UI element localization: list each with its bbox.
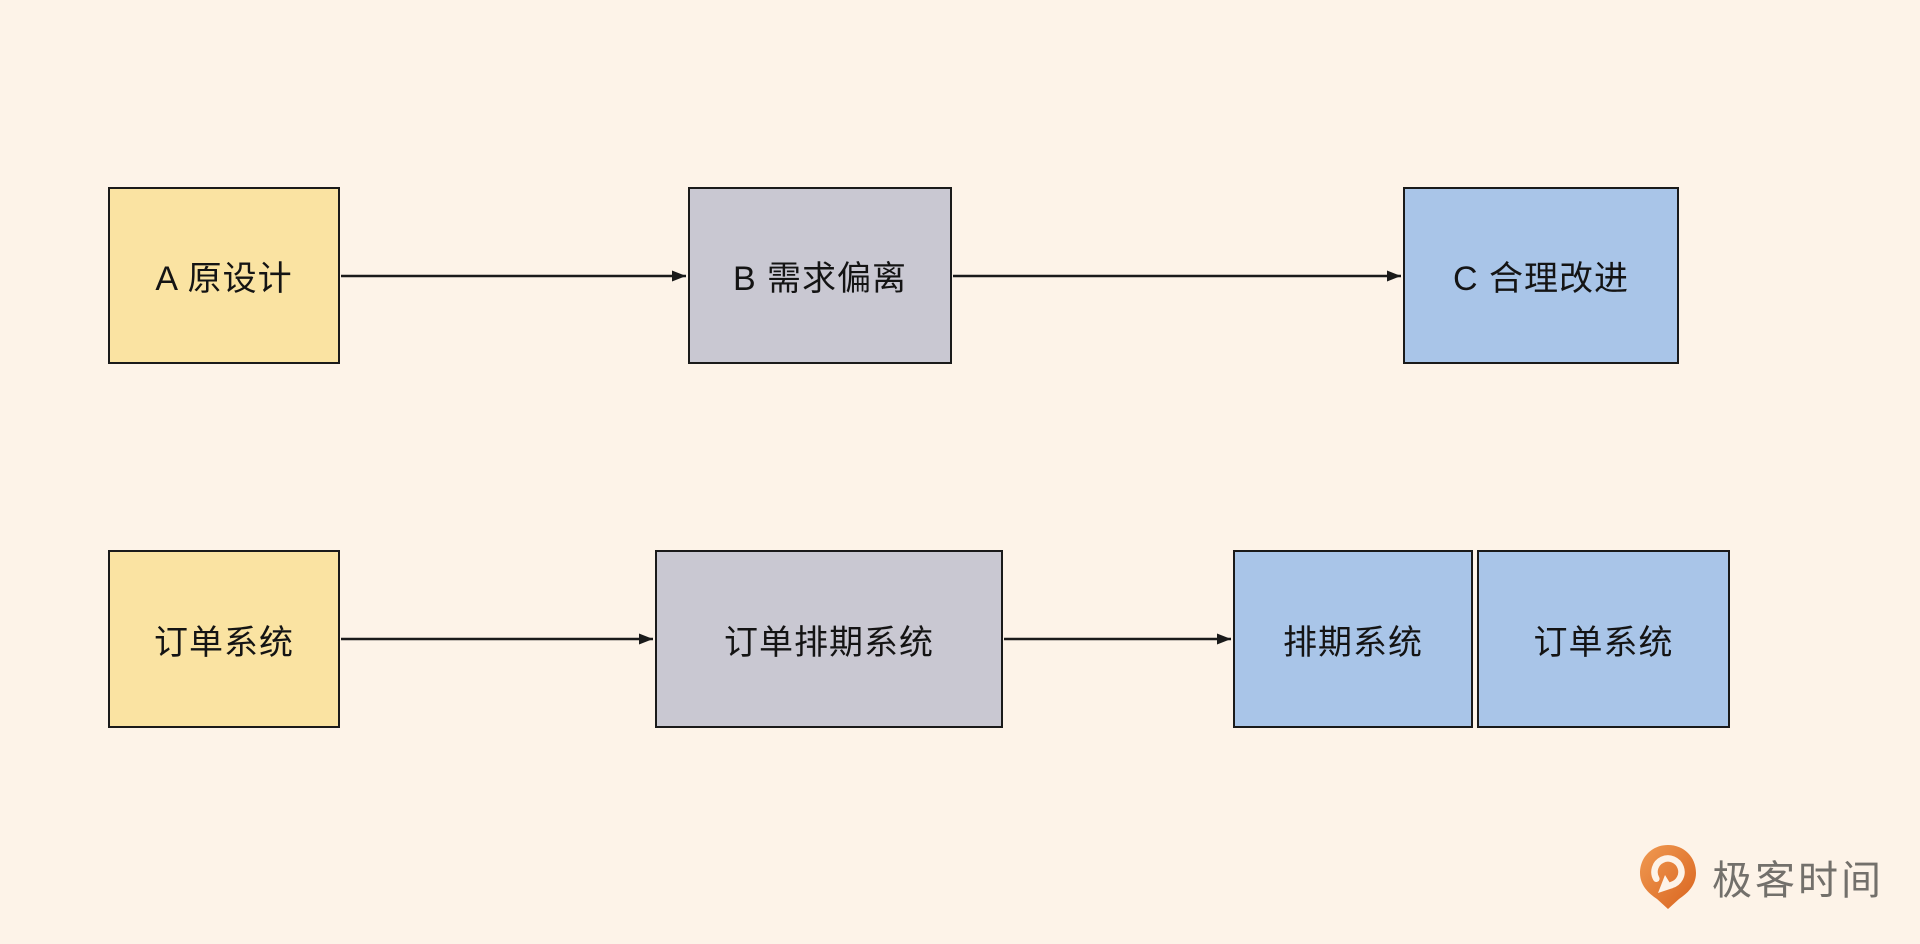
node-a-label: A 原设计 — [155, 260, 293, 298]
node-scheduling-system: 排期系统 — [1233, 550, 1473, 728]
node-order-system-2: 订单系统 — [1477, 550, 1730, 728]
node-b-requirement-deviation: B 需求偏离 — [688, 187, 952, 364]
node-scheduling-label: 排期系统 — [1283, 623, 1423, 662]
geektime-logo-text: 极客时间 — [1712, 859, 1884, 903]
node-a-original-design: A 原设计 — [108, 187, 340, 364]
node-order-scheduling-label: 订单排期系统 — [724, 623, 934, 662]
node-order-2-label: 订单系统 — [1533, 623, 1674, 662]
node-order-label: 订单系统 — [154, 623, 294, 662]
node-b-label: B 需求偏离 — [732, 260, 908, 298]
geektime-pin-icon — [1640, 845, 1696, 909]
geektime-logo: 极客时间 — [1638, 844, 1884, 910]
node-order-scheduling-system: 订单排期系统 — [655, 550, 1003, 728]
node-order-system: 订单系统 — [108, 550, 340, 728]
node-c-label: C 合理改进 — [1453, 260, 1629, 298]
node-c-reasonable-improvement: C 合理改进 — [1403, 187, 1679, 364]
